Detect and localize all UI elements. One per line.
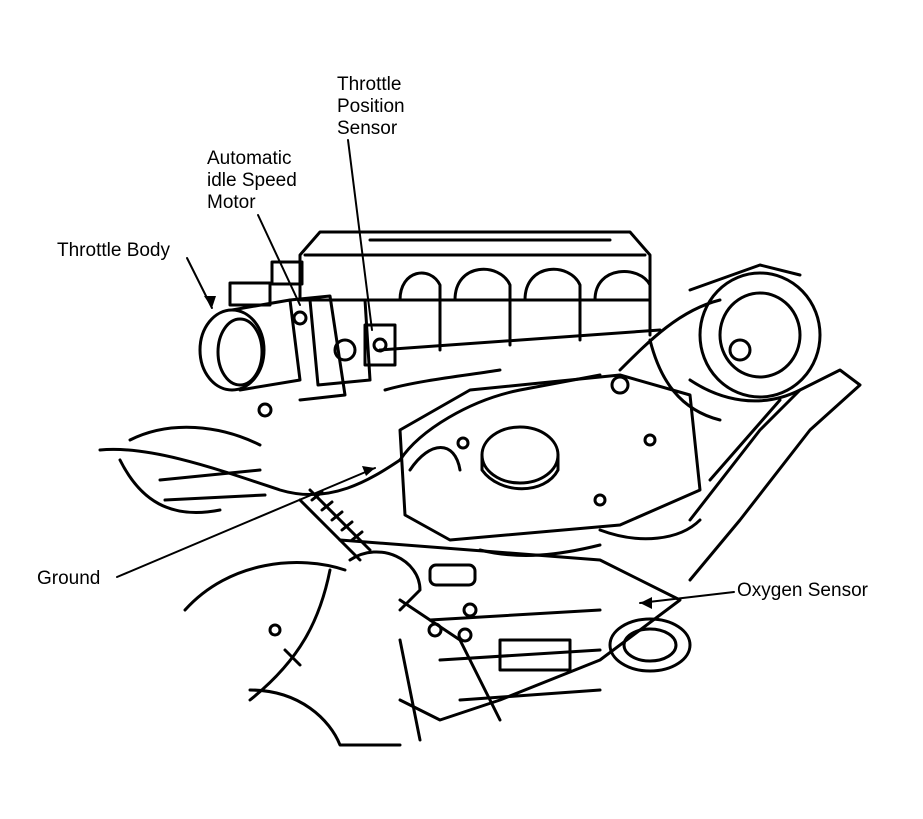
leader-oxygen-sensor	[639, 591, 735, 604]
intake-runners	[378, 267, 662, 352]
oxygen-sensor-label: Oxygen Sensor	[737, 580, 868, 601]
arrow-ground	[362, 466, 375, 476]
arrow-throttle-body	[204, 296, 216, 308]
arrow-oxygen-sensor	[640, 597, 652, 609]
leader-lines	[116, 139, 735, 604]
throttle-body	[198, 281, 347, 418]
alternator	[688, 263, 822, 399]
fender-arch	[183, 561, 422, 747]
throttle-body-label: Throttle Body	[57, 240, 170, 261]
idle-speed-motor	[270, 260, 372, 387]
throttle-position-sensor	[363, 323, 397, 367]
leader-aism	[257, 214, 301, 306]
exhaust-pipe	[608, 368, 862, 673]
leader-ground	[116, 467, 376, 578]
engine-block	[338, 538, 682, 722]
valve-cover	[398, 373, 702, 542]
throttle-position-sensor-label: Throttle Position Sensor	[337, 74, 405, 139]
automatic-idle-speed-motor-label: Automatic idle Speed Motor	[207, 148, 297, 213]
leader-tps	[347, 139, 373, 331]
wiring-harness	[98, 298, 802, 557]
ground-label: Ground	[37, 568, 101, 589]
ground-cable	[298, 488, 372, 562]
